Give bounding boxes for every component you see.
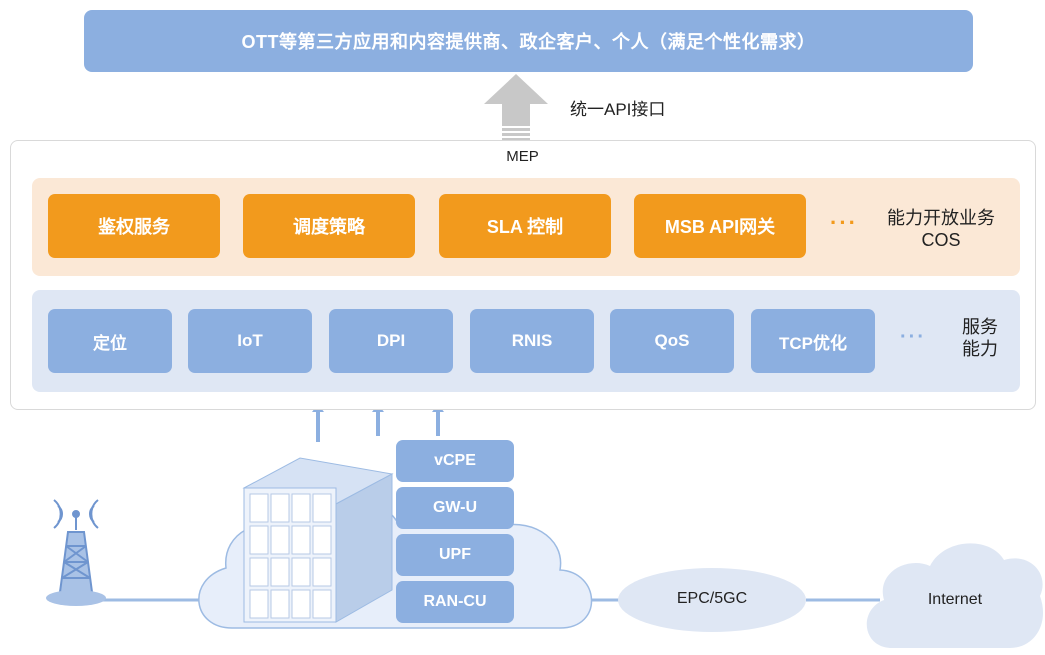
up-arrow-icon bbox=[484, 74, 548, 140]
cos-label-line2: COS bbox=[921, 230, 961, 250]
cos-ellipsis: ··· bbox=[830, 210, 858, 235]
cos-label: 能力开放业务 COS bbox=[876, 207, 1006, 251]
rack-unit bbox=[249, 589, 269, 619]
rack-unit bbox=[249, 493, 269, 523]
cell-tower-icon bbox=[46, 499, 106, 606]
cos-item-auth: 鉴权服务 bbox=[48, 194, 220, 258]
service-ellipsis: ··· bbox=[900, 326, 926, 348]
rack-unit bbox=[270, 493, 290, 523]
internet-cloud-icon bbox=[866, 543, 1044, 648]
cos-item-sla: SLA 控制 bbox=[439, 194, 611, 258]
rack-unit bbox=[291, 493, 311, 523]
rack-unit bbox=[270, 557, 290, 587]
service-label: 服务 能力 bbox=[945, 316, 1015, 360]
service-label-line2: 能力 bbox=[962, 339, 998, 359]
rack-unit bbox=[312, 493, 332, 523]
rack-unit bbox=[291, 557, 311, 587]
rack-unit bbox=[291, 589, 311, 619]
service-item-qos: QoS bbox=[610, 309, 734, 373]
rack-unit bbox=[249, 525, 269, 555]
service-item-rnis: RNIS bbox=[470, 309, 594, 373]
rack-unit bbox=[249, 557, 269, 587]
epc-label: EPC/5GC bbox=[676, 590, 748, 607]
rack-unit bbox=[312, 525, 332, 555]
rack-unit bbox=[270, 525, 290, 555]
service-item-tcp: TCP优化 bbox=[751, 309, 875, 373]
stack-item-upf: UPF bbox=[396, 534, 514, 576]
cos-item-msb-gateway: MSB API网关 bbox=[634, 194, 806, 258]
cos-label-line1: 能力开放业务 bbox=[887, 208, 995, 228]
stack-item-rancu: RAN-CU bbox=[396, 581, 514, 623]
stack-item-gwu: GW-U bbox=[396, 487, 514, 529]
rack-unit bbox=[312, 557, 332, 587]
stack-item-vcpe: vCPE bbox=[396, 440, 514, 482]
api-label: 统一API接口 bbox=[570, 100, 666, 119]
service-item-positioning: 定位 bbox=[48, 309, 172, 373]
mep-title: MEP bbox=[506, 148, 539, 165]
top-banner: OTT等第三方应用和内容提供商、政企客户、个人（满足个性化需求） bbox=[84, 10, 973, 72]
rack-unit bbox=[291, 525, 311, 555]
internet-label: Internet bbox=[927, 591, 983, 608]
uplink-arrows bbox=[312, 404, 444, 442]
rack-unit bbox=[312, 589, 332, 619]
service-label-line1: 服务 bbox=[962, 317, 998, 337]
service-item-iot: IoT bbox=[188, 309, 312, 373]
server-rack-icon bbox=[242, 457, 394, 623]
top-banner-text: OTT等第三方应用和内容提供商、政企客户、个人（满足个性化需求） bbox=[241, 32, 816, 52]
cos-item-scheduling: 调度策略 bbox=[243, 194, 415, 258]
epc-ellipse bbox=[618, 568, 806, 632]
service-item-dpi: DPI bbox=[329, 309, 453, 373]
rack-unit bbox=[270, 589, 290, 619]
